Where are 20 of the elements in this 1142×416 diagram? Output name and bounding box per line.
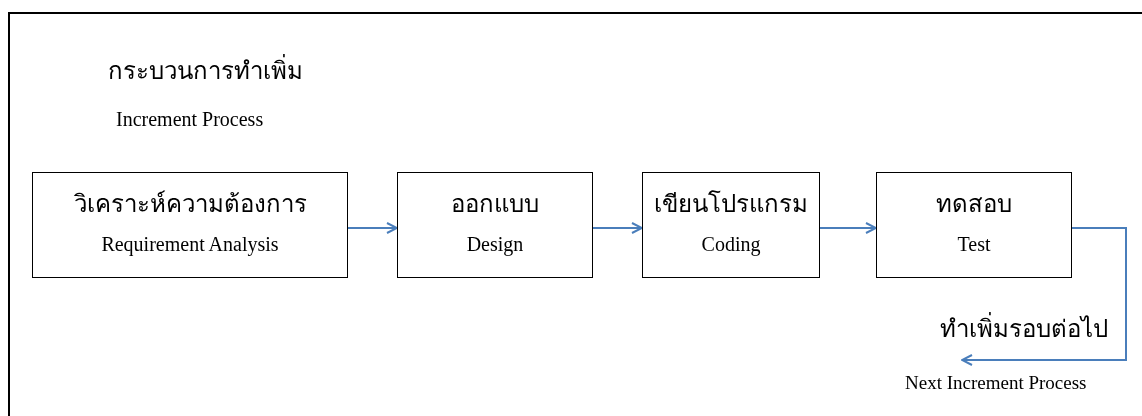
subtitle-text: Increment Process (116, 107, 264, 132)
frame-box (8, 12, 1142, 416)
english-label: Design (466, 232, 524, 257)
english-label: Coding (701, 232, 761, 257)
process-box (642, 172, 820, 278)
arrow (347, 222, 398, 234)
title-text: กระบวนการทำเพิ่ม (108, 56, 303, 86)
english-label: Requirement Analysis (101, 232, 279, 257)
process-box (397, 172, 593, 278)
arrow (819, 222, 877, 234)
process-box (32, 172, 348, 278)
thai-label: ออกแบบ (451, 190, 539, 219)
arrow (961, 227, 1127, 366)
process-box (876, 172, 1072, 278)
thai-label: วิเคราะห์ความต้องการ (73, 189, 307, 219)
thai-label: เขียนโปรแกรม (654, 189, 808, 219)
arrow (592, 222, 643, 234)
thai-label: ทดสอบ (936, 190, 1012, 219)
note-text: Next Increment Process (905, 361, 1142, 397)
english-label: Test (957, 232, 991, 257)
